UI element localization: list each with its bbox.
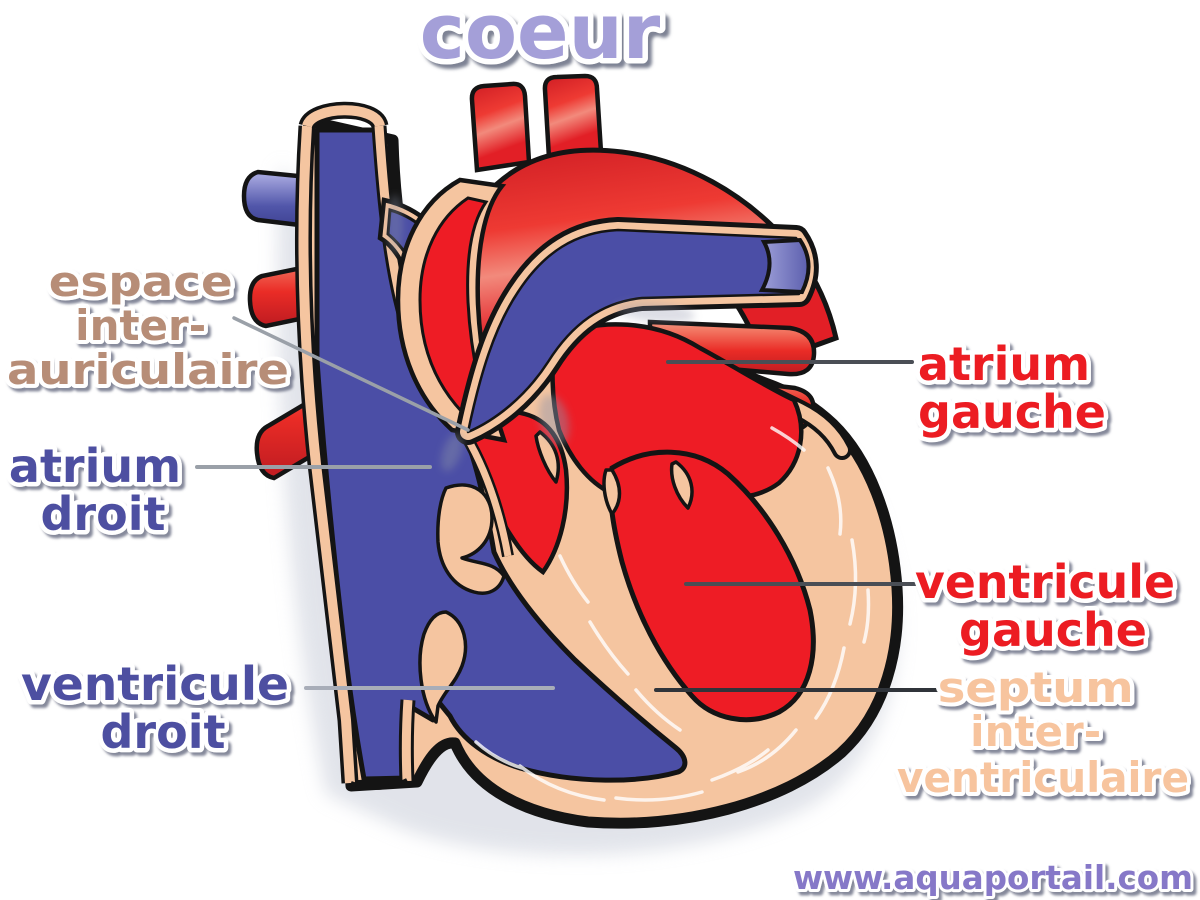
page-title: coeur	[420, 0, 661, 76]
tricuspid-valve-flap	[436, 483, 506, 595]
svg-text:ventricule gauche: ventricule gauche	[915, 555, 1191, 657]
label-ventricule-gauche: ventricule gauche	[910, 551, 1191, 662]
label-espace-inter-auriculaire: espace inter- auriculaire	[3, 253, 293, 398]
mitral-valve-flap-right	[669, 460, 694, 510]
inferior-valve-flap	[418, 610, 468, 724]
pulmonary-artery-cut-end	[758, 237, 811, 295]
mitral-valve-flap-left	[602, 468, 622, 516]
crevice-shading	[387, 195, 695, 472]
valve-flaps	[418, 430, 694, 724]
label-septum-inter-ventriculaire: septum inter- ventriculaire	[893, 659, 1193, 806]
muscle-texture	[474, 426, 871, 802]
pulmonary-trunk	[455, 217, 819, 445]
leader-lines	[195, 316, 974, 692]
leader-espace-inter-auriculaire	[232, 316, 470, 432]
label-atrium-gauche: atrium gauche	[913, 333, 1110, 444]
svg-text:atrium droit: atrium droit	[9, 439, 197, 541]
svg-text:espace inter- auri: espace inter- auriculaire	[7, 257, 289, 394]
label-atrium-droit: atrium droit	[4, 435, 197, 546]
svg-text:ventricule droit: ventricule droit	[21, 657, 305, 759]
label-ventricule-droit: ventricule droit	[16, 653, 305, 764]
svg-text:septum inter- vent: septum inter- ventriculaire	[897, 663, 1189, 802]
watermark-url: www.aquaportail.com	[793, 858, 1193, 897]
aortic-arch	[448, 73, 839, 368]
svg-text:atrium gauche: atrium gauche	[918, 337, 1106, 439]
aortic-valve-flap	[534, 430, 561, 484]
